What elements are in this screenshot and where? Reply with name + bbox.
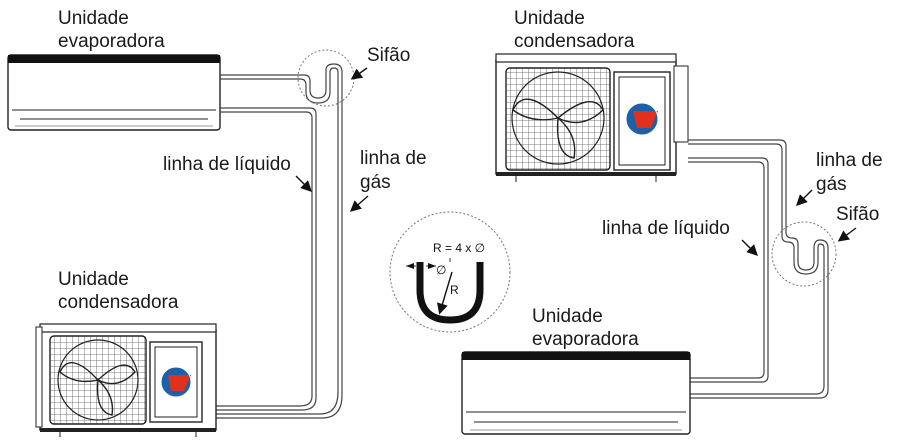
left-gas-arrow: [349, 195, 369, 212]
left-cond-label-line2: condensadora: [58, 292, 179, 313]
right-evap-label-line1: Unidade: [532, 306, 603, 327]
left-condenser-logo-icon: [160, 366, 192, 398]
left-sifao-arrow: [350, 67, 368, 80]
right-sifao-arrow: [837, 227, 857, 242]
right-evap-label-line2: evaporadora: [532, 329, 639, 350]
left-cond-label-line1: Unidade: [58, 269, 129, 290]
right-sifao-label: Sifão: [836, 204, 879, 225]
right-liquid-arrow: [741, 239, 758, 256]
right-liquid-line-label: linha de líquido: [602, 218, 730, 239]
right-cond-label-line1: Unidade: [514, 8, 585, 29]
right-evaporator-unit: [461, 351, 691, 435]
right-gas-line-label-line2: gás: [816, 174, 847, 195]
detail-diameter-symbol: ∅: [436, 263, 446, 277]
left-sifao-label: Sifão: [367, 45, 410, 66]
detail-radius-label: R: [450, 283, 459, 297]
right-gas-arrow: [796, 189, 813, 206]
right-condenser-logo-icon: [625, 102, 659, 136]
left-liquid-arrow: [295, 175, 312, 192]
right-condenser-unit: [495, 53, 689, 182]
right-gas-line-label-line1: linha de: [816, 150, 883, 171]
left-liquid-line-label: linha de líquido: [163, 154, 291, 175]
sifao-detail: [389, 211, 511, 333]
left-gas-line-label-line2: gás: [360, 172, 391, 193]
left-piping: [215, 49, 355, 419]
detail-formula: R = 4 x ∅: [433, 241, 485, 255]
right-piping: [688, 139, 837, 399]
left-gas-line-label-line1: linha de: [360, 148, 427, 169]
left-evap-label-line1: Unidade: [58, 8, 129, 29]
left-evap-label-line2: evaporadora: [58, 31, 165, 52]
left-evaporator-unit: [7, 54, 221, 131]
right-cond-label-line2: condensadora: [514, 31, 635, 52]
